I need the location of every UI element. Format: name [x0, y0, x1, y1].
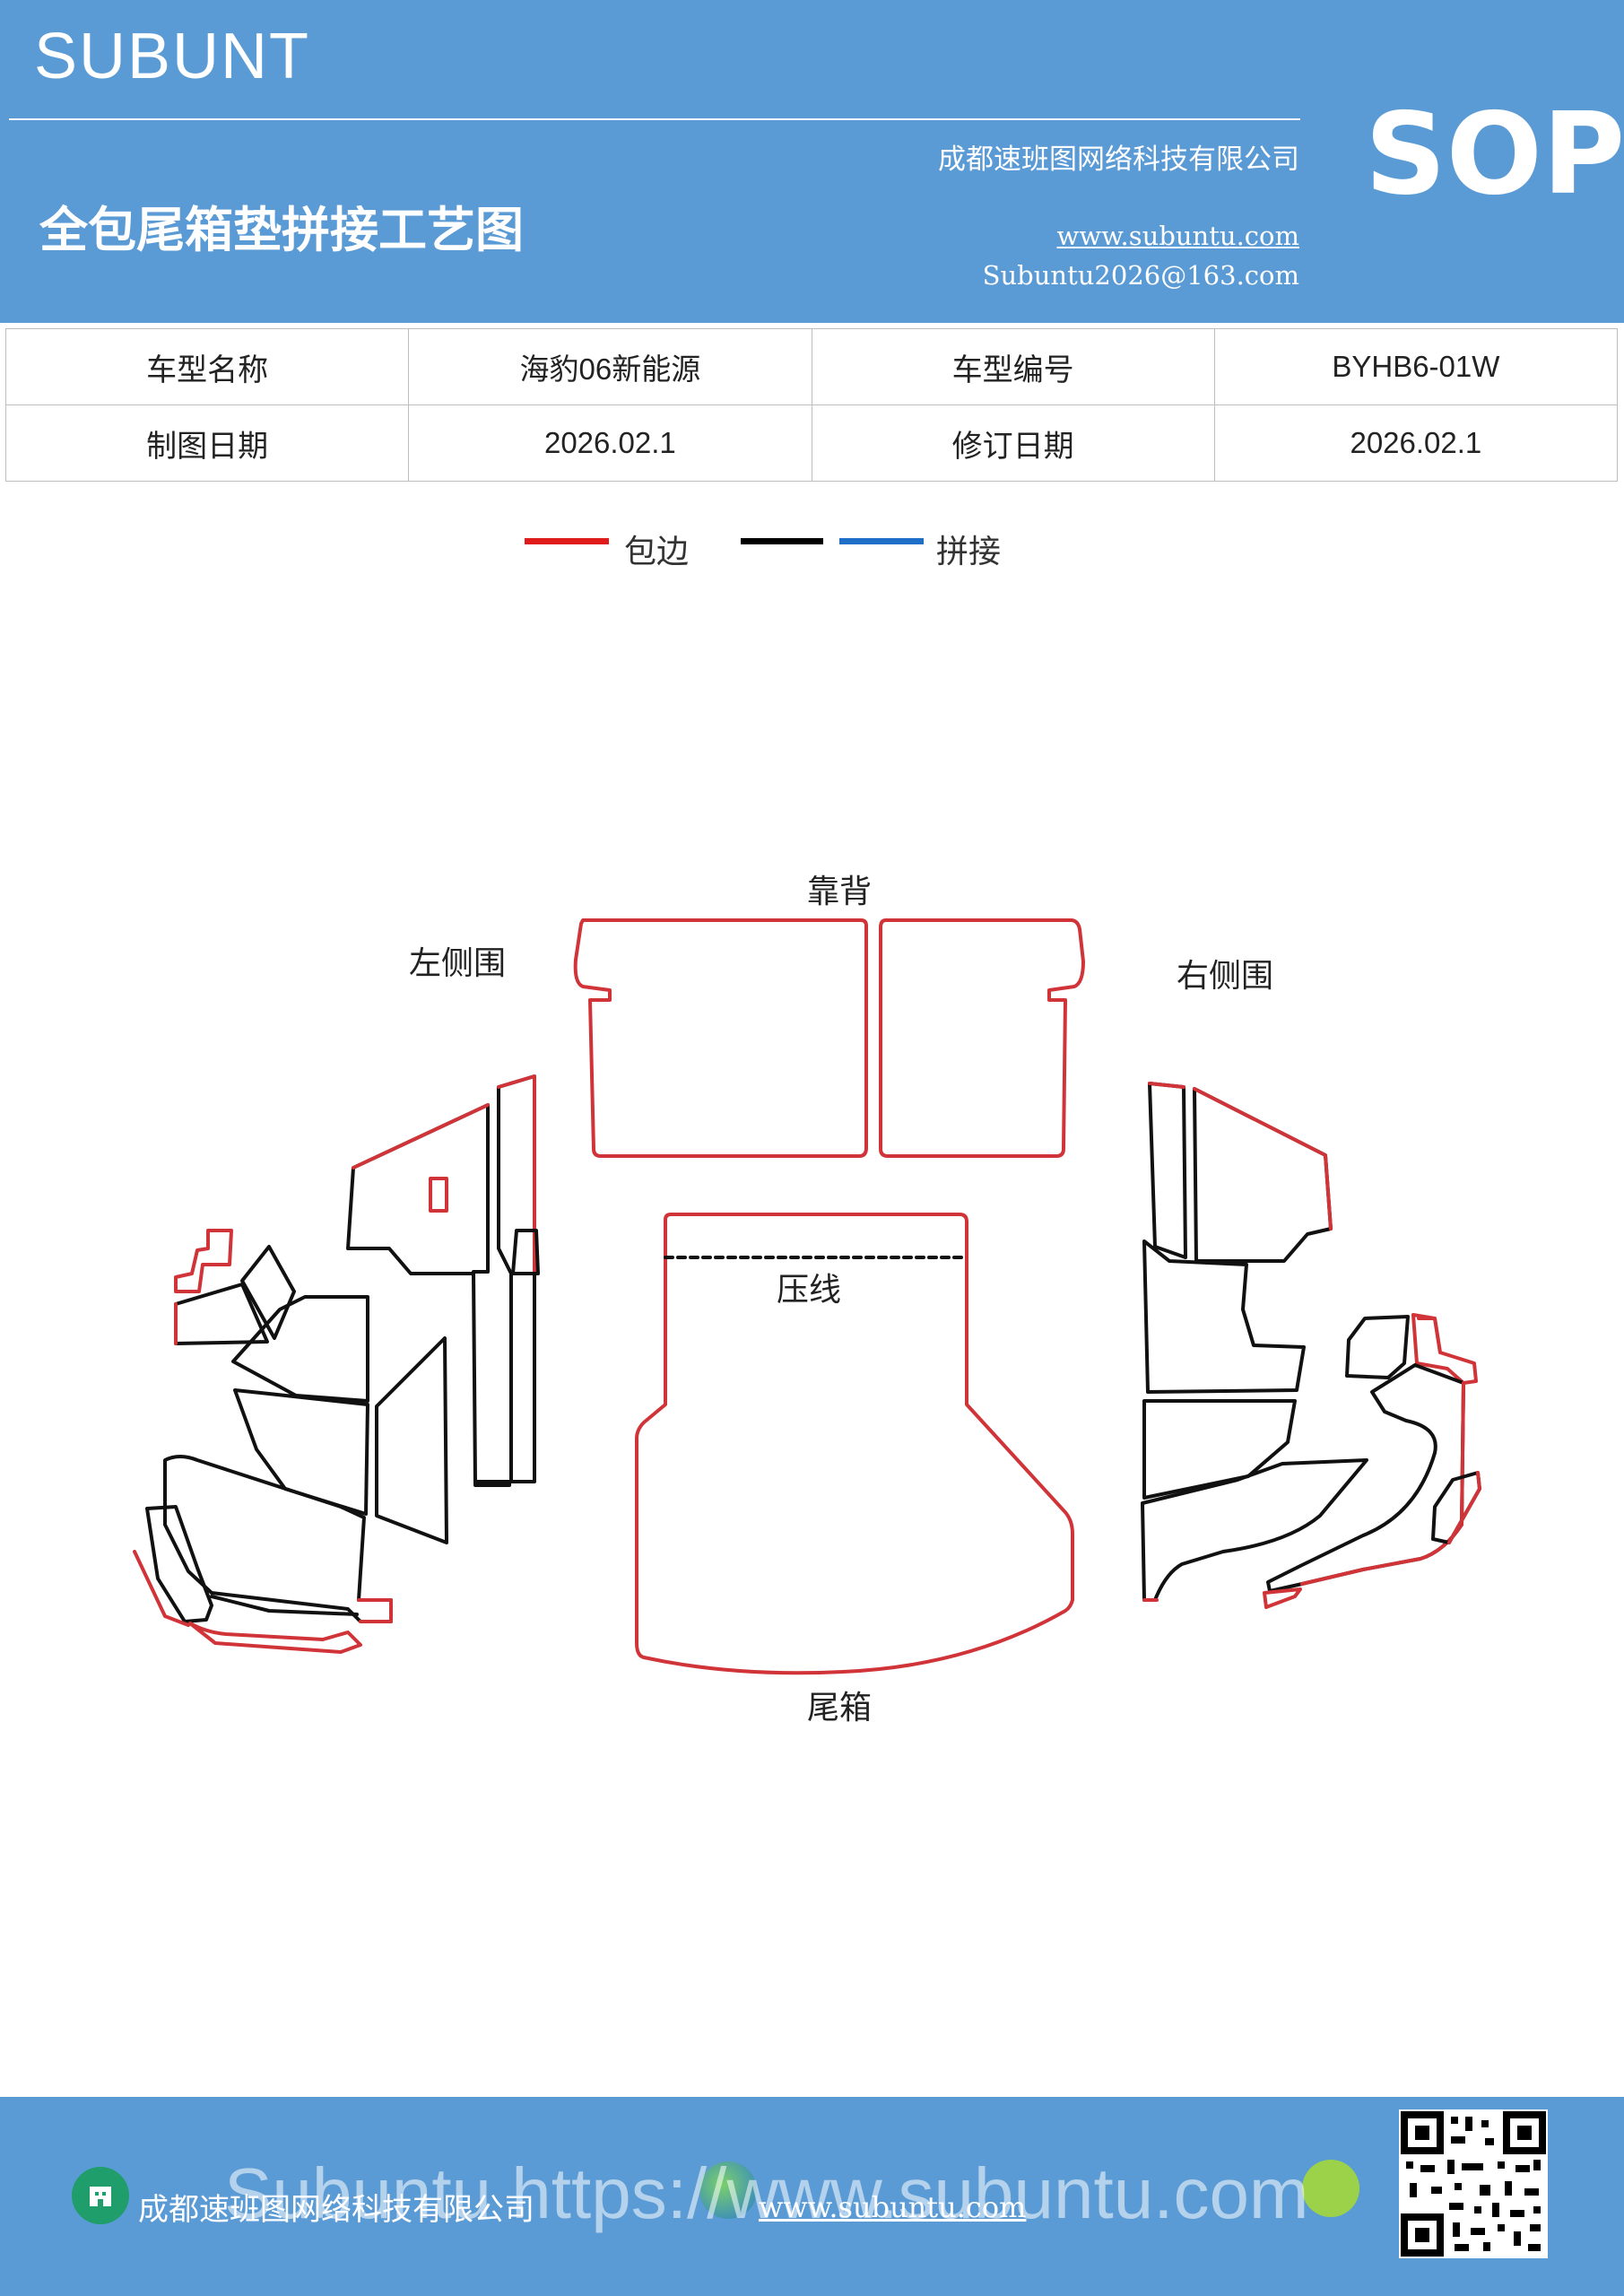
legend-swatch-seam-black — [741, 538, 823, 544]
header-divider — [9, 118, 1300, 120]
header-website-link[interactable]: www.subuntu.com — [1056, 221, 1299, 251]
backrest-left-panel — [573, 918, 868, 1158]
wechat-icon — [1302, 2160, 1359, 2217]
header-banner: SUBUNT 全包尾箱垫拼接工艺图 成都速班图网络科技有限公司 www.subu… — [0, 0, 1624, 323]
right-mid-panel-a — [1142, 1239, 1306, 1394]
left-side-strip-vertical — [497, 1074, 536, 1483]
right-mid-panel-b — [1142, 1399, 1297, 1500]
backrest-right-panel — [879, 918, 1085, 1158]
globe-icon — [699, 2161, 757, 2219]
right-small-wedge-a — [1345, 1315, 1410, 1379]
label-trunk: 尾箱 — [807, 1690, 872, 1726]
left-small-wedge — [511, 1229, 540, 1275]
building-icon — [72, 2167, 129, 2224]
right-hook-edge — [1417, 1317, 1442, 1354]
footer-watermark: Subuntu https://www.subuntu.com — [224, 2153, 1309, 2233]
left-quad-d — [233, 1388, 369, 1516]
qr-code-icon — [1401, 2111, 1546, 2257]
right-side-upper-edge — [1193, 1087, 1333, 1231]
table-cell-value: 2026.02.1 — [408, 404, 812, 482]
footer-company-name: 成都速班图网络科技有限公司 — [138, 2192, 534, 2228]
left-side-upper-edge — [352, 1103, 490, 1170]
left-bottom-inner — [210, 1595, 359, 1616]
table-cell-value: 2026.02.1 — [1213, 404, 1619, 482]
right-side-upper-panel — [1193, 1087, 1333, 1263]
left-hook-piece — [174, 1229, 233, 1293]
trunk-floor-panel — [635, 1213, 1074, 1675]
footer-banner: 成都速班图网络科技有限公司 www.subuntu.com Subuntu ht… — [0, 2097, 1624, 2296]
table-cell-label: 制图日期 — [4, 404, 410, 482]
right-sill-edge — [1447, 1471, 1481, 1544]
left-bottom-piece — [188, 1622, 362, 1654]
right-lower-edge — [1300, 1381, 1465, 1586]
table-cell-label: 修订日期 — [811, 404, 1215, 482]
legend-label-seam: 拼接 — [936, 534, 1002, 570]
legend-swatch-edge — [525, 538, 609, 544]
left-side-cutout — [429, 1177, 448, 1213]
sop-badge: SOP — [1365, 88, 1624, 220]
table-cell-value: 海豹06新能源 — [408, 328, 812, 405]
label-right-side: 右侧围 — [1177, 958, 1273, 995]
left-side-strip-edge — [497, 1074, 536, 1275]
left-quad-c — [231, 1295, 369, 1403]
right-mid-panel-c — [1141, 1458, 1368, 1602]
table-cell-value: BYHB6-01W — [1213, 328, 1619, 405]
legend-swatch-seam-blue — [839, 538, 924, 544]
label-backrest: 靠背 — [807, 874, 872, 910]
left-side-upper-panel — [346, 1103, 511, 1487]
legend-label-edge: 包边 — [624, 534, 690, 570]
right-bottom-piece — [1263, 1587, 1302, 1609]
trunk-mat-diagram: 靠背 左侧围 右侧围 压线 尾箱 — [133, 874, 1481, 1726]
left-bottom-edge — [133, 1550, 190, 1627]
vehicle-info-table: 车型名称 海豹06新能源 车型编号 BYHB6-01W 制图日期 2026.02… — [4, 328, 1619, 482]
table-cell-label: 车型名称 — [4, 328, 410, 405]
qr-code[interactable] — [1399, 2109, 1548, 2258]
table-cell-label: 车型编号 — [811, 328, 1215, 405]
right-small-wedge-b — [1411, 1313, 1478, 1385]
right-side-strip-vertical — [1148, 1082, 1187, 1259]
left-lower-edge — [357, 1598, 393, 1623]
left-bottom-sill — [145, 1505, 213, 1623]
footer-website-link[interactable]: www.subuntu.com — [759, 2190, 1027, 2224]
legend: 包边 拼接 — [0, 526, 1624, 579]
right-lower-panel — [1266, 1363, 1465, 1593]
page-title: 全包尾箱垫拼接工艺图 — [39, 202, 524, 258]
right-side-strip-edge — [1148, 1082, 1185, 1089]
brand-logo-text: SUBUNT — [34, 21, 311, 92]
left-lower-panel — [163, 1455, 393, 1623]
header-email[interactable]: Subuntu2026@163.com — [982, 260, 1299, 291]
table-row: 车型名称 海豹06新能源 车型编号 BYHB6-01W — [4, 328, 1619, 405]
left-quad-b — [240, 1245, 296, 1340]
table-row: 制图日期 2026.02.1 修订日期 2026.02.1 — [4, 404, 1619, 482]
label-press-line: 压线 — [777, 1272, 841, 1309]
left-quad-e — [375, 1336, 448, 1544]
label-left-side: 左侧围 — [409, 945, 506, 982]
header-company-name: 成都速班图网络科技有限公司 — [938, 144, 1299, 176]
